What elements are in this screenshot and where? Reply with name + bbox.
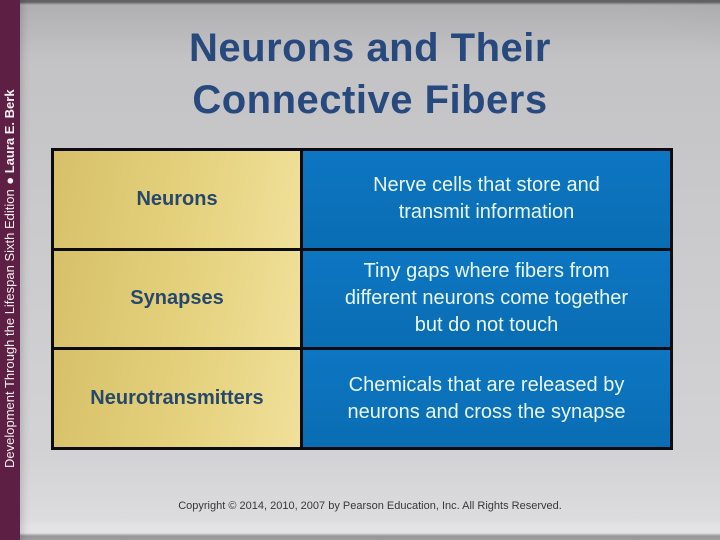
copyright-note: Copyright © 2014, 2010, 2007 by Pearson … (178, 500, 562, 512)
book-spine-sidebar: Development Through the Lifespan Sixth E… (0, 0, 20, 540)
definition-cell-synapses: Tiny gaps where fibers from different ne… (303, 250, 670, 348)
book-title: Development Through the Lifespan Sixth E… (2, 189, 17, 468)
term-cell-neurotransmitters: Neurotransmitters (54, 350, 300, 447)
slide-body: Neurons and Their Connective Fibers Neur… (20, 0, 720, 540)
book-author: ● Laura E. Berk (2, 89, 17, 185)
slide-title: Neurons and Their Connective Fibers (189, 26, 551, 122)
term-cell-neurons: Neurons (54, 151, 300, 248)
definition-cell-neurotransmitters: Chemicals that are released by neurons a… (303, 350, 670, 447)
definition-table: Neurons Nerve cells that store and trans… (51, 148, 673, 450)
definition-cell-neurons: Nerve cells that store and transmit info… (303, 151, 670, 248)
book-spine-text: Development Through the Lifespan Sixth E… (0, 0, 20, 540)
term-cell-synapses: Synapses (54, 250, 300, 348)
